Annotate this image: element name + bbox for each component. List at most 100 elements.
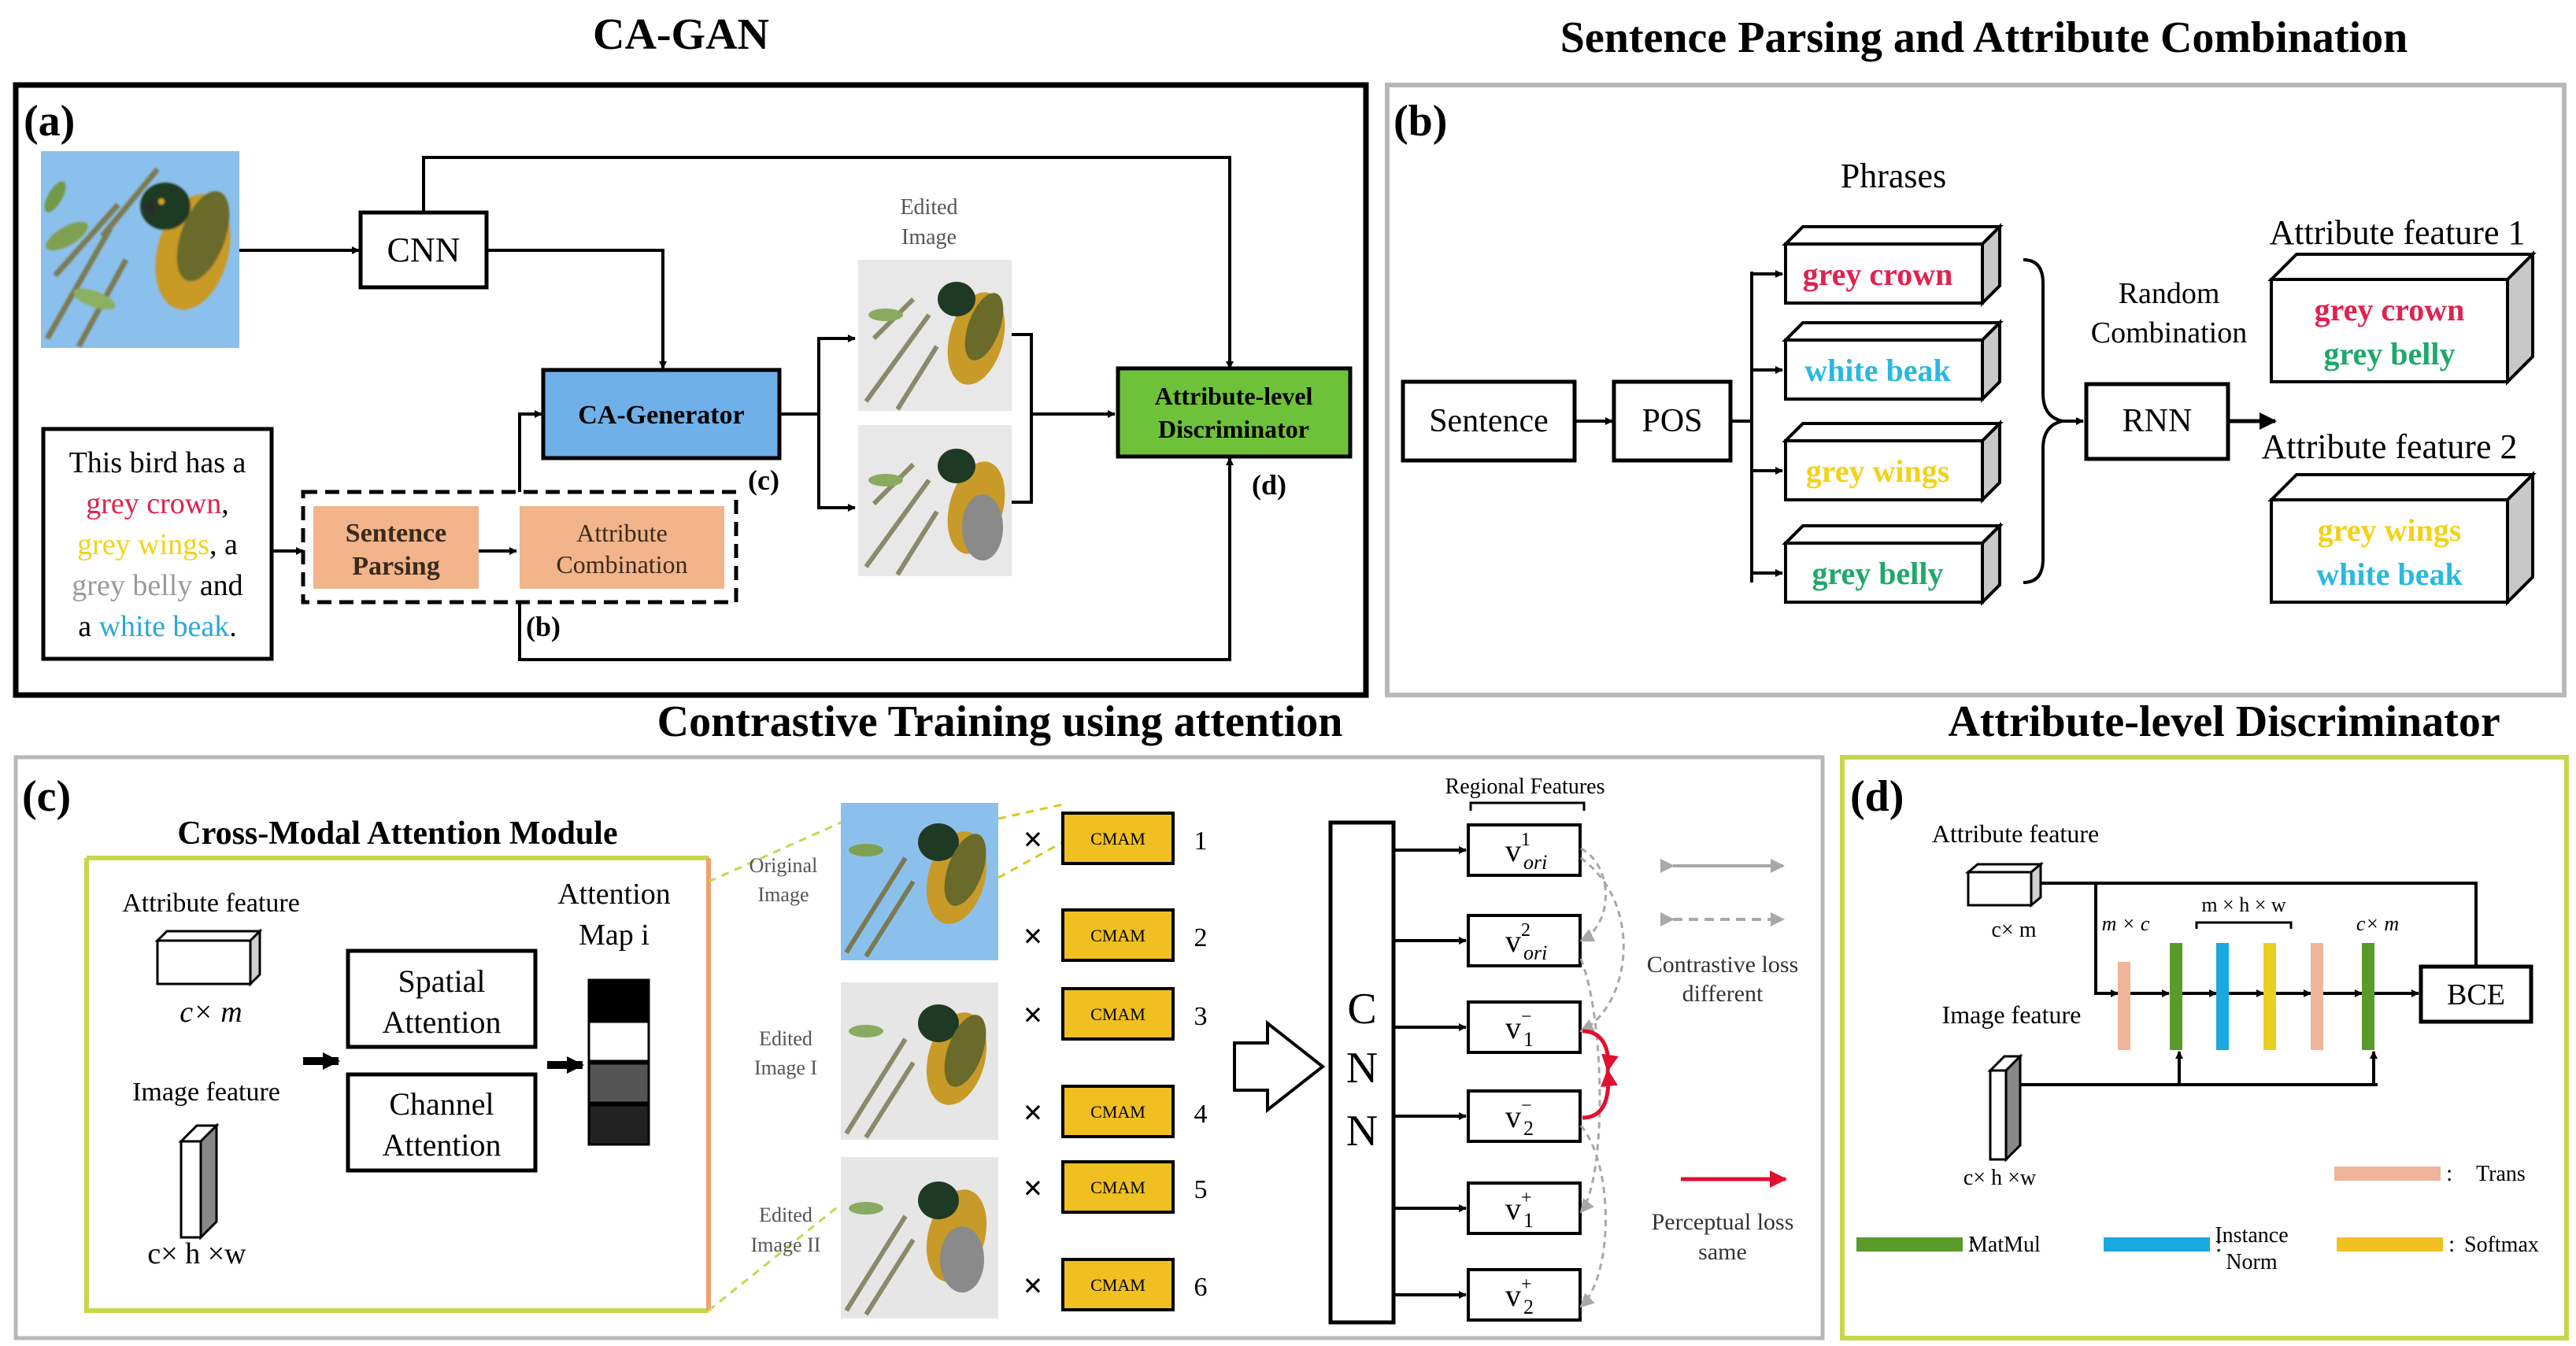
contrastive-curve-4 bbox=[1579, 1125, 1607, 1308]
feature-base: v bbox=[1505, 1278, 1521, 1313]
times-icon: × bbox=[1023, 1169, 1042, 1207]
cmam-label: CMAM bbox=[1090, 1275, 1146, 1295]
contrastive-curve-1 bbox=[1579, 847, 1607, 942]
title-sentence-parsing: Sentence Parsing and Attribute Combinati… bbox=[1560, 13, 2408, 62]
edited-image-label-2: Image bbox=[901, 225, 957, 250]
feature-sub: 2 bbox=[1523, 1296, 1534, 1318]
attribute-combination-label-1: Attribute bbox=[576, 519, 668, 547]
spatial-attention-label-2: Attention bbox=[382, 1004, 501, 1040]
caption-segment: and bbox=[192, 569, 242, 602]
attribute-combination-label-2: Combination bbox=[556, 550, 687, 579]
regional-feature-box bbox=[1467, 823, 1582, 877]
legend-colon: : bbox=[2215, 1231, 2222, 1257]
attr-feature-phrase: grey belly bbox=[2323, 336, 2455, 372]
cmam-box bbox=[1061, 908, 1175, 962]
phrase-label: white beak bbox=[1804, 353, 1951, 388]
times-icon: × bbox=[1023, 1266, 1042, 1305]
d-arrow-attr-to-bce bbox=[2041, 882, 2480, 985]
cmam-title: Cross-Modal Attention Module bbox=[177, 815, 617, 852]
panel-a: (a) CNN CA-Generator bbox=[13, 82, 1369, 698]
attr-feature-phrase: grey wings bbox=[2318, 512, 2462, 548]
caption-segment: a bbox=[78, 610, 98, 643]
sentence-box bbox=[1401, 379, 1577, 463]
feature-sub: 1 bbox=[1523, 1209, 1534, 1232]
arrow-cnn-to-discriminator bbox=[422, 156, 1234, 369]
panel-b: (b) Sentence POS Phrases grey crownwhite… bbox=[1385, 83, 2567, 697]
c-attr-feature-label: Attribute feature bbox=[122, 889, 300, 918]
contrastive-loss-label-1: Contrastive loss bbox=[1647, 952, 1799, 978]
perceptual-curve-2 bbox=[1582, 1069, 1618, 1120]
discriminator-label-2: Discriminator bbox=[1158, 415, 1309, 443]
feature-base: v bbox=[1505, 1099, 1521, 1134]
sentence-label: Sentence bbox=[1429, 403, 1549, 439]
legend-colon: : bbox=[2448, 1231, 2455, 1257]
contrastive-curve-2 bbox=[1579, 856, 1625, 1033]
feature-sub: ori bbox=[1523, 941, 1547, 964]
legend-swatch bbox=[2104, 1237, 2210, 1252]
c-attr-feature-cuboid bbox=[154, 928, 263, 987]
attr-feature-1-title: Attribute feature 1 bbox=[2270, 213, 2526, 252]
arrow-cnn-to-generator bbox=[487, 249, 667, 369]
discriminator-box bbox=[1116, 366, 1353, 459]
connector-module-to-image bbox=[708, 821, 842, 883]
connector-image-to-cmam-2 bbox=[997, 841, 1064, 879]
d-dim-mc: m × c bbox=[2102, 912, 2150, 935]
pos-label: POS bbox=[1641, 403, 1702, 439]
feature-sup: 1 bbox=[1521, 830, 1530, 850]
phrase-box-top bbox=[1782, 422, 2004, 442]
times-icon: × bbox=[1023, 996, 1042, 1034]
marker-c: (c) bbox=[748, 464, 779, 496]
panel-d-frame bbox=[1840, 755, 2569, 1340]
panel-b-frame bbox=[1385, 83, 2567, 697]
panel-c-label: (c) bbox=[22, 772, 71, 821]
cmam-number: 2 bbox=[1194, 923, 1208, 952]
attr-feature-2-title: Attribute feature 2 bbox=[2262, 427, 2518, 466]
cmam-number: 6 bbox=[1194, 1273, 1208, 1302]
feature-base: v bbox=[1505, 1191, 1521, 1226]
title-attribute-discriminator: Attribute-level Discriminator bbox=[1948, 697, 2500, 746]
marker-d: (d) bbox=[1252, 469, 1286, 501]
original-image-label-2: Image bbox=[758, 883, 809, 906]
phrase-label: grey belly bbox=[1812, 556, 1943, 591]
legend-swatch bbox=[2337, 1237, 2443, 1252]
sentence-parsing-box bbox=[313, 506, 479, 589]
attr-feature-phrase: white beak bbox=[2316, 557, 2463, 592]
edited-bird-thumbnail-1 bbox=[841, 982, 998, 1140]
caption-line: grey belly and bbox=[72, 569, 242, 602]
attr-feature-box-top bbox=[2267, 253, 2537, 281]
attention-map-label-1: Attention bbox=[557, 878, 671, 911]
feature-base: v bbox=[1505, 833, 1521, 868]
spatial-attention-box bbox=[346, 948, 538, 1049]
c-attr-dim: c× m bbox=[180, 996, 242, 1029]
regional-feature-label: v1 bbox=[1505, 830, 1530, 868]
legend-label: MatMul bbox=[1968, 1233, 2041, 1257]
perceptual-loss-label-1: Perceptual loss bbox=[1652, 1209, 1794, 1235]
times-icon: × bbox=[1023, 1093, 1042, 1132]
channel-attention-box bbox=[346, 1072, 538, 1173]
perceptual-curve-1 bbox=[1582, 1029, 1619, 1072]
cmam-number: 1 bbox=[1194, 826, 1208, 856]
cmam-label: CMAM bbox=[1090, 1178, 1146, 1197]
edited-image-1-label-1: Edited bbox=[759, 1027, 812, 1050]
caption-segment: . bbox=[229, 610, 237, 643]
d-bar-instance-norm bbox=[2216, 943, 2229, 1050]
attribute-combination-box bbox=[520, 506, 724, 589]
cnn-box bbox=[358, 210, 489, 290]
c-cnn-box bbox=[1328, 820, 1396, 1325]
cmam-number: 4 bbox=[1194, 1100, 1208, 1129]
c-image-feature-cuboid bbox=[178, 1122, 220, 1241]
arrow-combination-to-generator bbox=[518, 410, 542, 492]
edited-bird-thumbnail-2 bbox=[841, 1157, 998, 1318]
d-img-dim: c× h ×w bbox=[1963, 1166, 2037, 1190]
caption-segment: , bbox=[221, 487, 229, 520]
bce-box bbox=[2419, 964, 2533, 1024]
d-dim-cm: c× m bbox=[2356, 912, 2399, 935]
rnn-label: RNN bbox=[2123, 403, 2193, 439]
arrow-edit2-to-disc bbox=[1012, 414, 1033, 504]
attr-feature-box-side bbox=[2506, 471, 2534, 606]
cmam-label: CMAM bbox=[1090, 829, 1146, 849]
d-bar-trans-2 bbox=[2311, 943, 2323, 1050]
d-attr-feature-cuboid bbox=[1964, 861, 2045, 908]
